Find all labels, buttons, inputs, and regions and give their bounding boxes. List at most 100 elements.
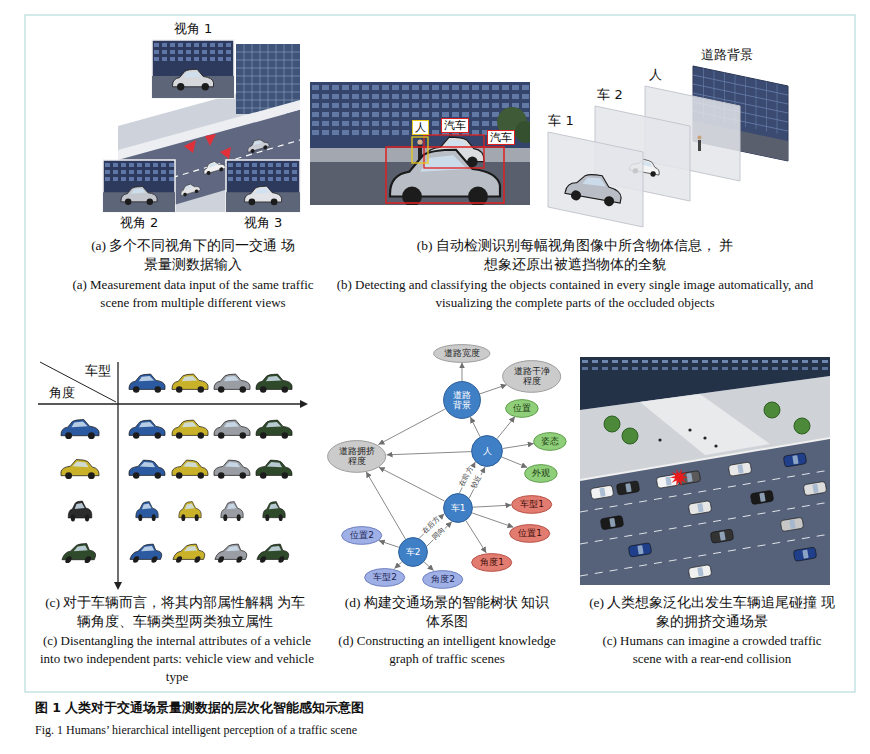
car-glyph <box>65 472 72 479</box>
car-glyph <box>61 460 99 480</box>
view-thumbnail <box>162 43 167 47</box>
traffic-scene-render <box>682 360 688 363</box>
detection-image <box>372 85 379 90</box>
car-glyph <box>182 422 197 427</box>
detection-image <box>502 103 509 108</box>
traffic-scene-render <box>642 367 648 370</box>
traffic-scene-render <box>622 360 628 363</box>
layer-plane <box>756 79 757 129</box>
traffic-scene-render <box>772 360 778 363</box>
view-thumbnail <box>154 57 159 61</box>
car-top-view <box>780 517 804 532</box>
multi-view-scene <box>220 147 231 159</box>
graph-connector <box>466 521 486 553</box>
panel-caption-box: (d) 构建交通场景的智能树状 知识体系图 <box>342 593 552 631</box>
building <box>236 60 300 61</box>
view-label-box: 视角 3 <box>244 215 282 231</box>
car-glyph <box>133 472 139 478</box>
detection-image <box>424 135 484 168</box>
car-glyph <box>245 186 282 205</box>
car-glyph <box>72 461 88 467</box>
car-glyph <box>184 546 199 551</box>
traffic-scene-render <box>592 367 598 370</box>
detection-image <box>462 94 469 99</box>
node-outline <box>534 432 567 450</box>
layer-label-box: 道路背景 <box>701 47 753 63</box>
view-label: 视角 2 <box>120 215 158 231</box>
building <box>260 44 261 114</box>
car-top-view <box>812 484 818 493</box>
car-glyph <box>172 420 208 439</box>
layer-plane <box>698 136 702 140</box>
detection-image <box>362 121 369 126</box>
node-outline <box>472 436 503 467</box>
attribute-ellipse: 道路宽度 <box>433 344 491 363</box>
view-thumbnail <box>228 170 233 174</box>
view-thumbnail <box>162 57 167 61</box>
car-glyph <box>249 199 256 206</box>
car-top-view <box>688 565 712 580</box>
view-thumbnail <box>152 40 234 98</box>
edge-label-box: 较近 <box>470 474 484 492</box>
detection-image <box>442 94 449 99</box>
layer-plane <box>766 81 767 131</box>
node-label: 道路宽度 <box>444 348 480 358</box>
car-glyph <box>175 556 183 562</box>
car-glyph <box>268 546 283 551</box>
detection-image <box>312 103 319 108</box>
view-thumbnail <box>228 177 233 181</box>
detection-image <box>462 85 469 90</box>
car-glyph <box>182 376 197 381</box>
car-top-view <box>719 531 725 540</box>
attribute-grid <box>300 400 308 408</box>
panel-caption: (d) 构建交通场景的智能树状 知识体系图 <box>342 593 552 631</box>
car-glyph <box>183 192 187 196</box>
traffic-scene-render <box>762 367 768 370</box>
car-top-view <box>728 462 752 477</box>
car-glyph <box>61 420 99 440</box>
detection-image <box>432 94 439 99</box>
figure-caption: 图 1 人类对于交通场景量测数据的层次化智能感知示意图 <box>35 700 364 716</box>
view-thumbnail <box>252 177 257 181</box>
detection-image <box>312 94 319 99</box>
view-thumbnail <box>284 170 289 174</box>
detection-image <box>422 85 429 90</box>
detection-image <box>342 94 349 99</box>
detection-image <box>362 112 369 117</box>
view-thumbnail <box>121 170 126 174</box>
car-glyph <box>183 462 198 467</box>
traffic-scene-render <box>672 367 678 370</box>
detection-image <box>417 139 422 144</box>
node-outline <box>503 360 561 392</box>
panel-caption: (b) Detecting and classifying the object… <box>331 276 819 312</box>
car-glyph <box>176 432 182 438</box>
axis-label: 车型 <box>85 363 111 379</box>
detection-image <box>522 103 529 108</box>
traffic-scene-render <box>732 360 738 363</box>
view-thumbnail <box>202 57 207 61</box>
building <box>252 44 253 114</box>
car-top-view <box>728 462 752 477</box>
traffic-scene-render <box>822 367 828 370</box>
car-glyph <box>202 159 226 176</box>
car-top-view <box>783 453 807 468</box>
graph-connector <box>473 505 511 507</box>
view-thumbnail <box>260 177 265 181</box>
traffic-scene-render <box>580 357 830 585</box>
car-glyph <box>136 502 158 521</box>
view-thumbnail <box>210 57 215 61</box>
view-thumbnail <box>292 170 297 174</box>
car-glyph <box>217 556 225 562</box>
detection-image <box>312 130 319 135</box>
detection-image <box>442 112 449 117</box>
view-thumbnail <box>252 170 257 174</box>
view-thumbnail <box>153 163 158 167</box>
view-thumbnail <box>105 170 110 174</box>
view-thumbnail <box>186 43 191 47</box>
car-glyph <box>152 514 156 521</box>
car-top-view <box>793 547 817 562</box>
view-thumbnail <box>121 177 126 181</box>
attribute-ellipse: 位置 <box>505 399 539 418</box>
car-glyph <box>173 69 214 90</box>
car-glyph <box>61 544 100 564</box>
